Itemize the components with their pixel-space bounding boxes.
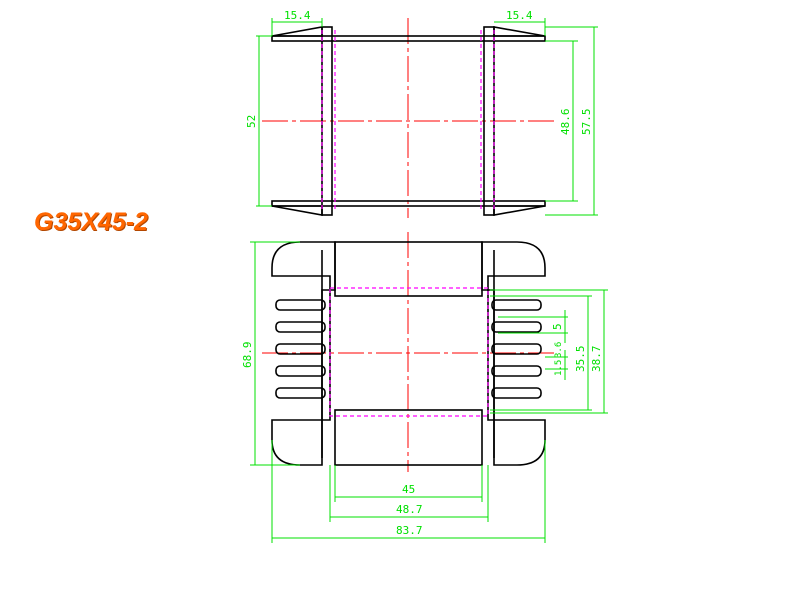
dim-outer-window-height: 38.7 <box>590 346 603 373</box>
dimension-overall-width: 83.7 <box>271 440 546 543</box>
fin-right-1 <box>491 321 542 333</box>
dim-height: 68.9 <box>241 342 254 369</box>
dim-slot-b: 1.5 <box>554 360 564 376</box>
dimension-body-width: 48.7 <box>329 465 489 522</box>
flange-taper-bottom-right <box>493 205 546 216</box>
dimension-height: 68.9 <box>241 241 300 466</box>
fin-left-4 <box>275 387 326 399</box>
flange-taper-top-left <box>271 26 323 37</box>
top-bridge <box>334 241 483 297</box>
dim-inner-height: 48.6 <box>559 109 572 136</box>
fin-right-3 <box>491 365 542 377</box>
bottom-flange <box>271 200 546 207</box>
dimension-left-flange: 15.4 <box>271 9 323 36</box>
flange-taper-top-right <box>493 26 546 37</box>
front-view: 68.9 45 48.7 83.7 35.5 38.7 5 3.6 1. <box>241 232 608 543</box>
dim-overall-width: 83.7 <box>396 524 423 537</box>
dimension-window-width: 45 <box>334 465 483 502</box>
top-flange <box>271 35 546 42</box>
fin-left-3 <box>275 365 326 377</box>
dim-slot-pitch: 5 <box>551 323 564 330</box>
dim-right-flange: 15.4 <box>506 9 533 22</box>
dimension-inner-height: 48.6 <box>545 40 578 202</box>
fin-right-2 <box>491 343 542 355</box>
hidden-window <box>329 287 489 417</box>
flange-taper-bottom-left <box>271 205 323 216</box>
dimension-window-heights: 35.5 38.7 <box>490 289 608 414</box>
dim-slot-a: 3.6 <box>554 342 564 358</box>
fins <box>275 299 542 399</box>
top-view: 15.4 15.4 52 48.6 57.5 <box>245 9 598 218</box>
dimension-slot-sizes: 3.6 1.5 <box>545 342 568 380</box>
fin-left-0 <box>275 299 326 311</box>
fin-right-4 <box>491 387 542 399</box>
fin-left-1 <box>275 321 326 333</box>
fin-right-0 <box>491 299 542 311</box>
dim-window-height: 35.5 <box>574 346 587 373</box>
dim-window-width: 45 <box>402 483 415 496</box>
dim-body-width: 48.7 <box>396 503 423 516</box>
dimension-slot-pitch: 5 <box>498 310 568 343</box>
dimension-height-left: 52 <box>245 35 272 207</box>
bottom-bridge <box>334 409 483 466</box>
dim-left-flange: 15.4 <box>284 9 311 22</box>
fin-left-2 <box>275 343 326 355</box>
dimension-outer-height: 57.5 <box>545 26 598 216</box>
dimension-right-flange: 15.4 <box>494 9 546 36</box>
part-title: G35X45-2 <box>34 208 148 236</box>
dim-outer-height: 57.5 <box>580 109 593 136</box>
dim-height-left: 52 <box>245 115 258 128</box>
